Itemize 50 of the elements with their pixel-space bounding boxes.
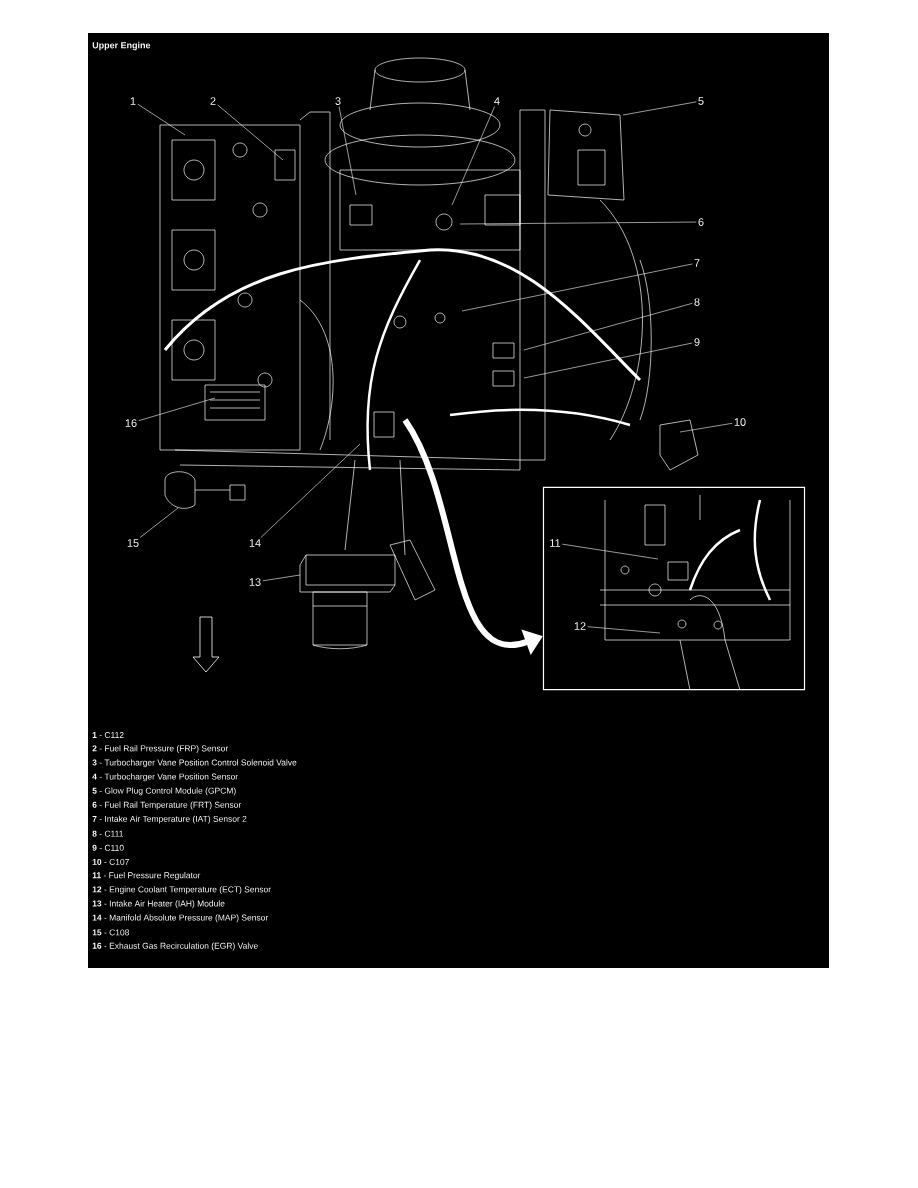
- legend-entry: 1 - C112: [92, 732, 124, 738]
- leader-line: [138, 397, 216, 421]
- legend-entry: 14 - Manifold Absolute Pressure (MAP) Sensor: [92, 914, 269, 923]
- leader-line: [137, 103, 186, 136]
- callout-number: 9: [694, 338, 700, 346]
- legend-entry: 12 - Engine Coolant Temperature (ECT) Sensor: [92, 886, 271, 895]
- callout-number: 3: [335, 97, 341, 105]
- legend-entry: 6 - Fuel Rail Temperature (FRT) Sensor: [92, 801, 242, 810]
- legend-entry: 11 - Fuel Pressure Regulator: [92, 872, 201, 880]
- legend-entry: 10 - C107: [92, 858, 129, 865]
- title: Upper Engine: [92, 41, 151, 51]
- inset-drawing: [542, 486, 806, 691]
- leader-line: [451, 106, 495, 206]
- legend-entry: 5 - Glow Plug Control Module (GPCM): [92, 787, 236, 796]
- leader-line: [139, 507, 179, 538]
- legend-entry: 16 - Exhaust Gas Recirculation (EGR) Valve: [92, 942, 258, 951]
- leader-line: [587, 626, 661, 634]
- leader-line: [523, 342, 693, 379]
- leader-line: [461, 263, 693, 312]
- leader-line: [562, 543, 659, 560]
- legend-entry: 9 - C110: [92, 844, 124, 851]
- legend-entry: 15 - C108: [92, 929, 129, 936]
- callout-number: 12: [574, 622, 586, 630]
- callout-number: 15: [127, 539, 139, 547]
- leader-line: [679, 423, 733, 433]
- legend-entry: 7 - Intake Air Temperature (IAT) Sensor 2: [92, 815, 247, 824]
- callout-number: 4: [494, 97, 500, 105]
- callout-number: 5: [698, 97, 704, 105]
- leader-line: [262, 574, 301, 582]
- callout-number: 10: [734, 418, 746, 426]
- legend-entry: 4 - Turbocharger Vane Position Sensor: [92, 773, 238, 782]
- callout-number: 6: [698, 218, 704, 226]
- callout-number: 11: [550, 539, 561, 547]
- leader-line: [338, 106, 357, 196]
- callout-number: 14: [249, 539, 261, 547]
- callout-number: 16: [125, 419, 137, 427]
- legend-entry: 13 - Intake Air Heater (IAH) Module: [92, 900, 225, 909]
- callout-number: 7: [694, 259, 700, 267]
- callout-number: 1: [130, 97, 136, 105]
- leader-line: [622, 101, 697, 116]
- legend-entry: 2 - Fuel Rail Pressure (FRP) Sensor: [92, 745, 229, 754]
- legend-entry: 3 - Turbocharger Vane Position Control Solenoid Valve: [92, 759, 297, 768]
- callout-number: 8: [694, 298, 700, 306]
- callout-number: 13: [249, 578, 261, 586]
- leader-line: [260, 443, 361, 538]
- leader-line: [459, 221, 697, 225]
- legend-entry: 8 - C111: [92, 830, 123, 837]
- leader-line: [217, 104, 284, 161]
- leader-line: [523, 303, 693, 351]
- callout-number: 2: [210, 97, 216, 105]
